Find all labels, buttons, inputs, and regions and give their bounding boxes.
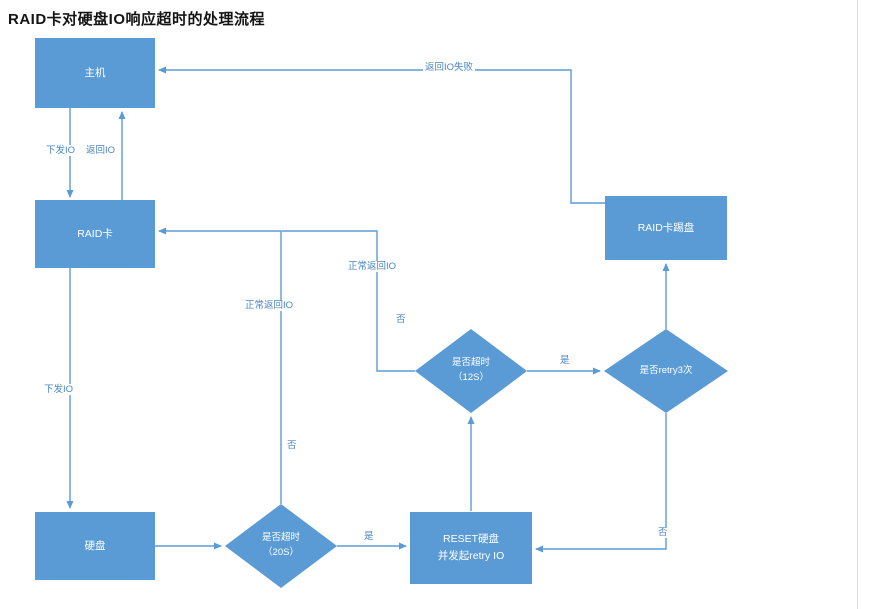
node-host: 主机 [35,38,155,108]
decision-timeout-20s: 是否超时 （20S） [225,504,337,588]
edge-label-no-mid: 否 [394,314,408,326]
edge-timeout12-no-merge [282,230,415,372]
edge-timeout20-no-to-raid [158,227,282,504]
edge-label-send-io-1: 下发IO [44,145,78,157]
edge-label-return-io: 返回IO [84,145,118,157]
edge-retry3-no-to-reset [535,413,667,553]
edge-label-normal-return-io-left: 正常返回IO [243,300,296,312]
node-label: RAID卡 [77,227,113,240]
edge-label-return-io-fail: 返回IO失败 [423,62,476,74]
node-label: 硬盘 [84,539,106,552]
edge-label-yes-12s: 是 [558,355,572,367]
node-hard-disk: 硬盘 [35,512,155,580]
node-label: RAID卡踢盘 [637,221,695,234]
node-label-line1: 是否超时 [451,357,490,369]
node-reset-retry-io: RESET硬盘 并发起retry IO [410,512,532,584]
edge-label-normal-return-io-mid: 正常返回IO [346,261,399,273]
edge-label-yes-20s: 是 [362,531,376,543]
node-label-line2: （12S） [453,372,489,383]
node-raid-card: RAID卡 [35,200,155,268]
node-label-line2: （20S） [263,547,299,558]
decision-timeout-12s: 是否超时 （12S） [415,329,527,413]
node-label-line1: 是否超时 [261,532,300,544]
node-raid-kick-disk: RAID卡踢盘 [605,196,727,260]
decision-retry-3-times: 是否retry3次 [604,329,728,413]
node-label: 主机 [84,66,106,79]
edge-label-send-io-2: 下发IO [42,384,76,396]
edge-kick-to-host [158,66,605,204]
page-edge-line [857,0,858,609]
node-label-line2: 并发起retry IO [437,550,505,562]
node-label-line1: RESET硬盘 [442,533,499,546]
edge-label-no-left: 否 [285,440,299,452]
node-label: 是否retry3次 [639,364,693,376]
diagram-title: RAID卡对硬盘IO响应超时的处理流程 [8,11,266,28]
edge-label-no-retry: 否 [656,527,670,539]
